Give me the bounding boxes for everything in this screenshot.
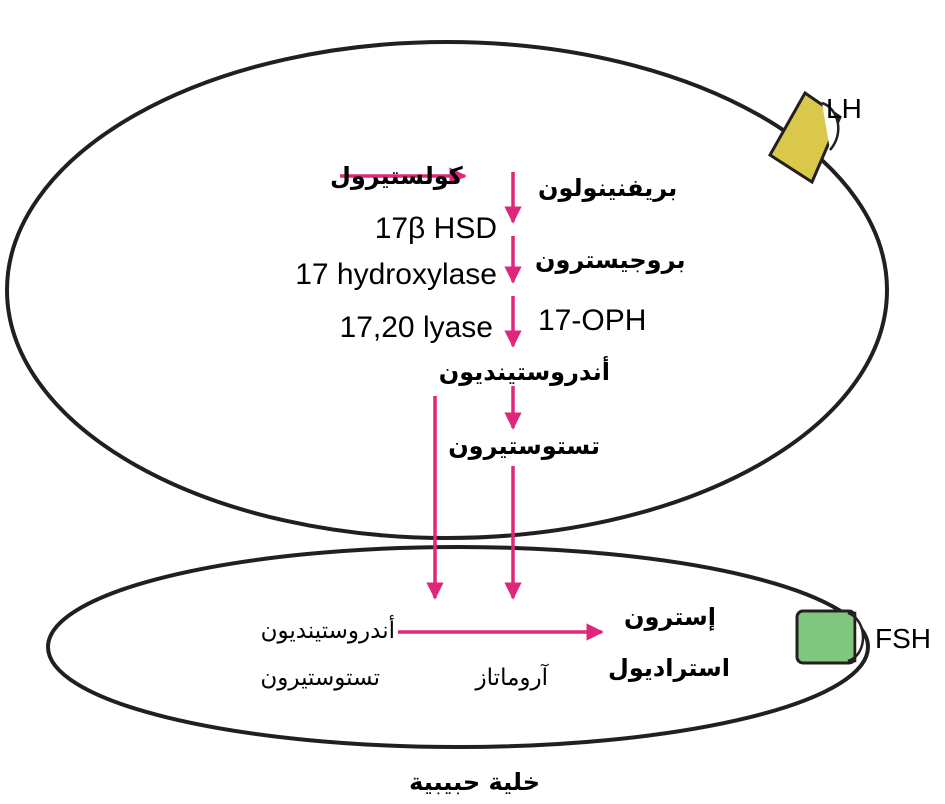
enzyme-17-20-lyase-label: 17,20 lyase bbox=[340, 311, 493, 344]
ohp-label: 17-OPH bbox=[538, 304, 646, 337]
theca-cell-outline bbox=[5, 40, 889, 540]
fsh-receptor-icon bbox=[795, 609, 865, 665]
lh-receptor-icon bbox=[767, 90, 842, 185]
cholesterol-label: كولستيرول bbox=[330, 162, 463, 190]
androstenedione-label: أندروستينديون bbox=[439, 356, 610, 386]
estradiol-label: استراديول bbox=[608, 654, 730, 682]
aromatase-label: آروماتاز bbox=[475, 663, 550, 691]
enzyme-17b-hsd-label: 17β HSD bbox=[375, 212, 497, 245]
fsh-label: FSH bbox=[875, 623, 931, 654]
theca-pathway-arrows bbox=[340, 167, 604, 641]
granulosa-cell-caption: خلية حبيبية bbox=[409, 768, 540, 796]
granulosa-testosterone-label: تستوستيرون bbox=[260, 665, 380, 691]
estrone-label: إسترون bbox=[624, 603, 716, 631]
granulosa-androstenedione-label: أندروستينديون bbox=[261, 615, 395, 644]
testosterone-label: تستوستيرون bbox=[448, 432, 600, 460]
enzyme-17-hydroxylase-label: 17 hydroxylase bbox=[295, 258, 497, 291]
granulosa-cell-outline bbox=[46, 545, 870, 749]
lh-label: LH bbox=[826, 93, 862, 124]
pregnenolone-label: بريفنينولون bbox=[538, 174, 677, 202]
progesterone-label: بروجيسترون bbox=[535, 246, 686, 274]
